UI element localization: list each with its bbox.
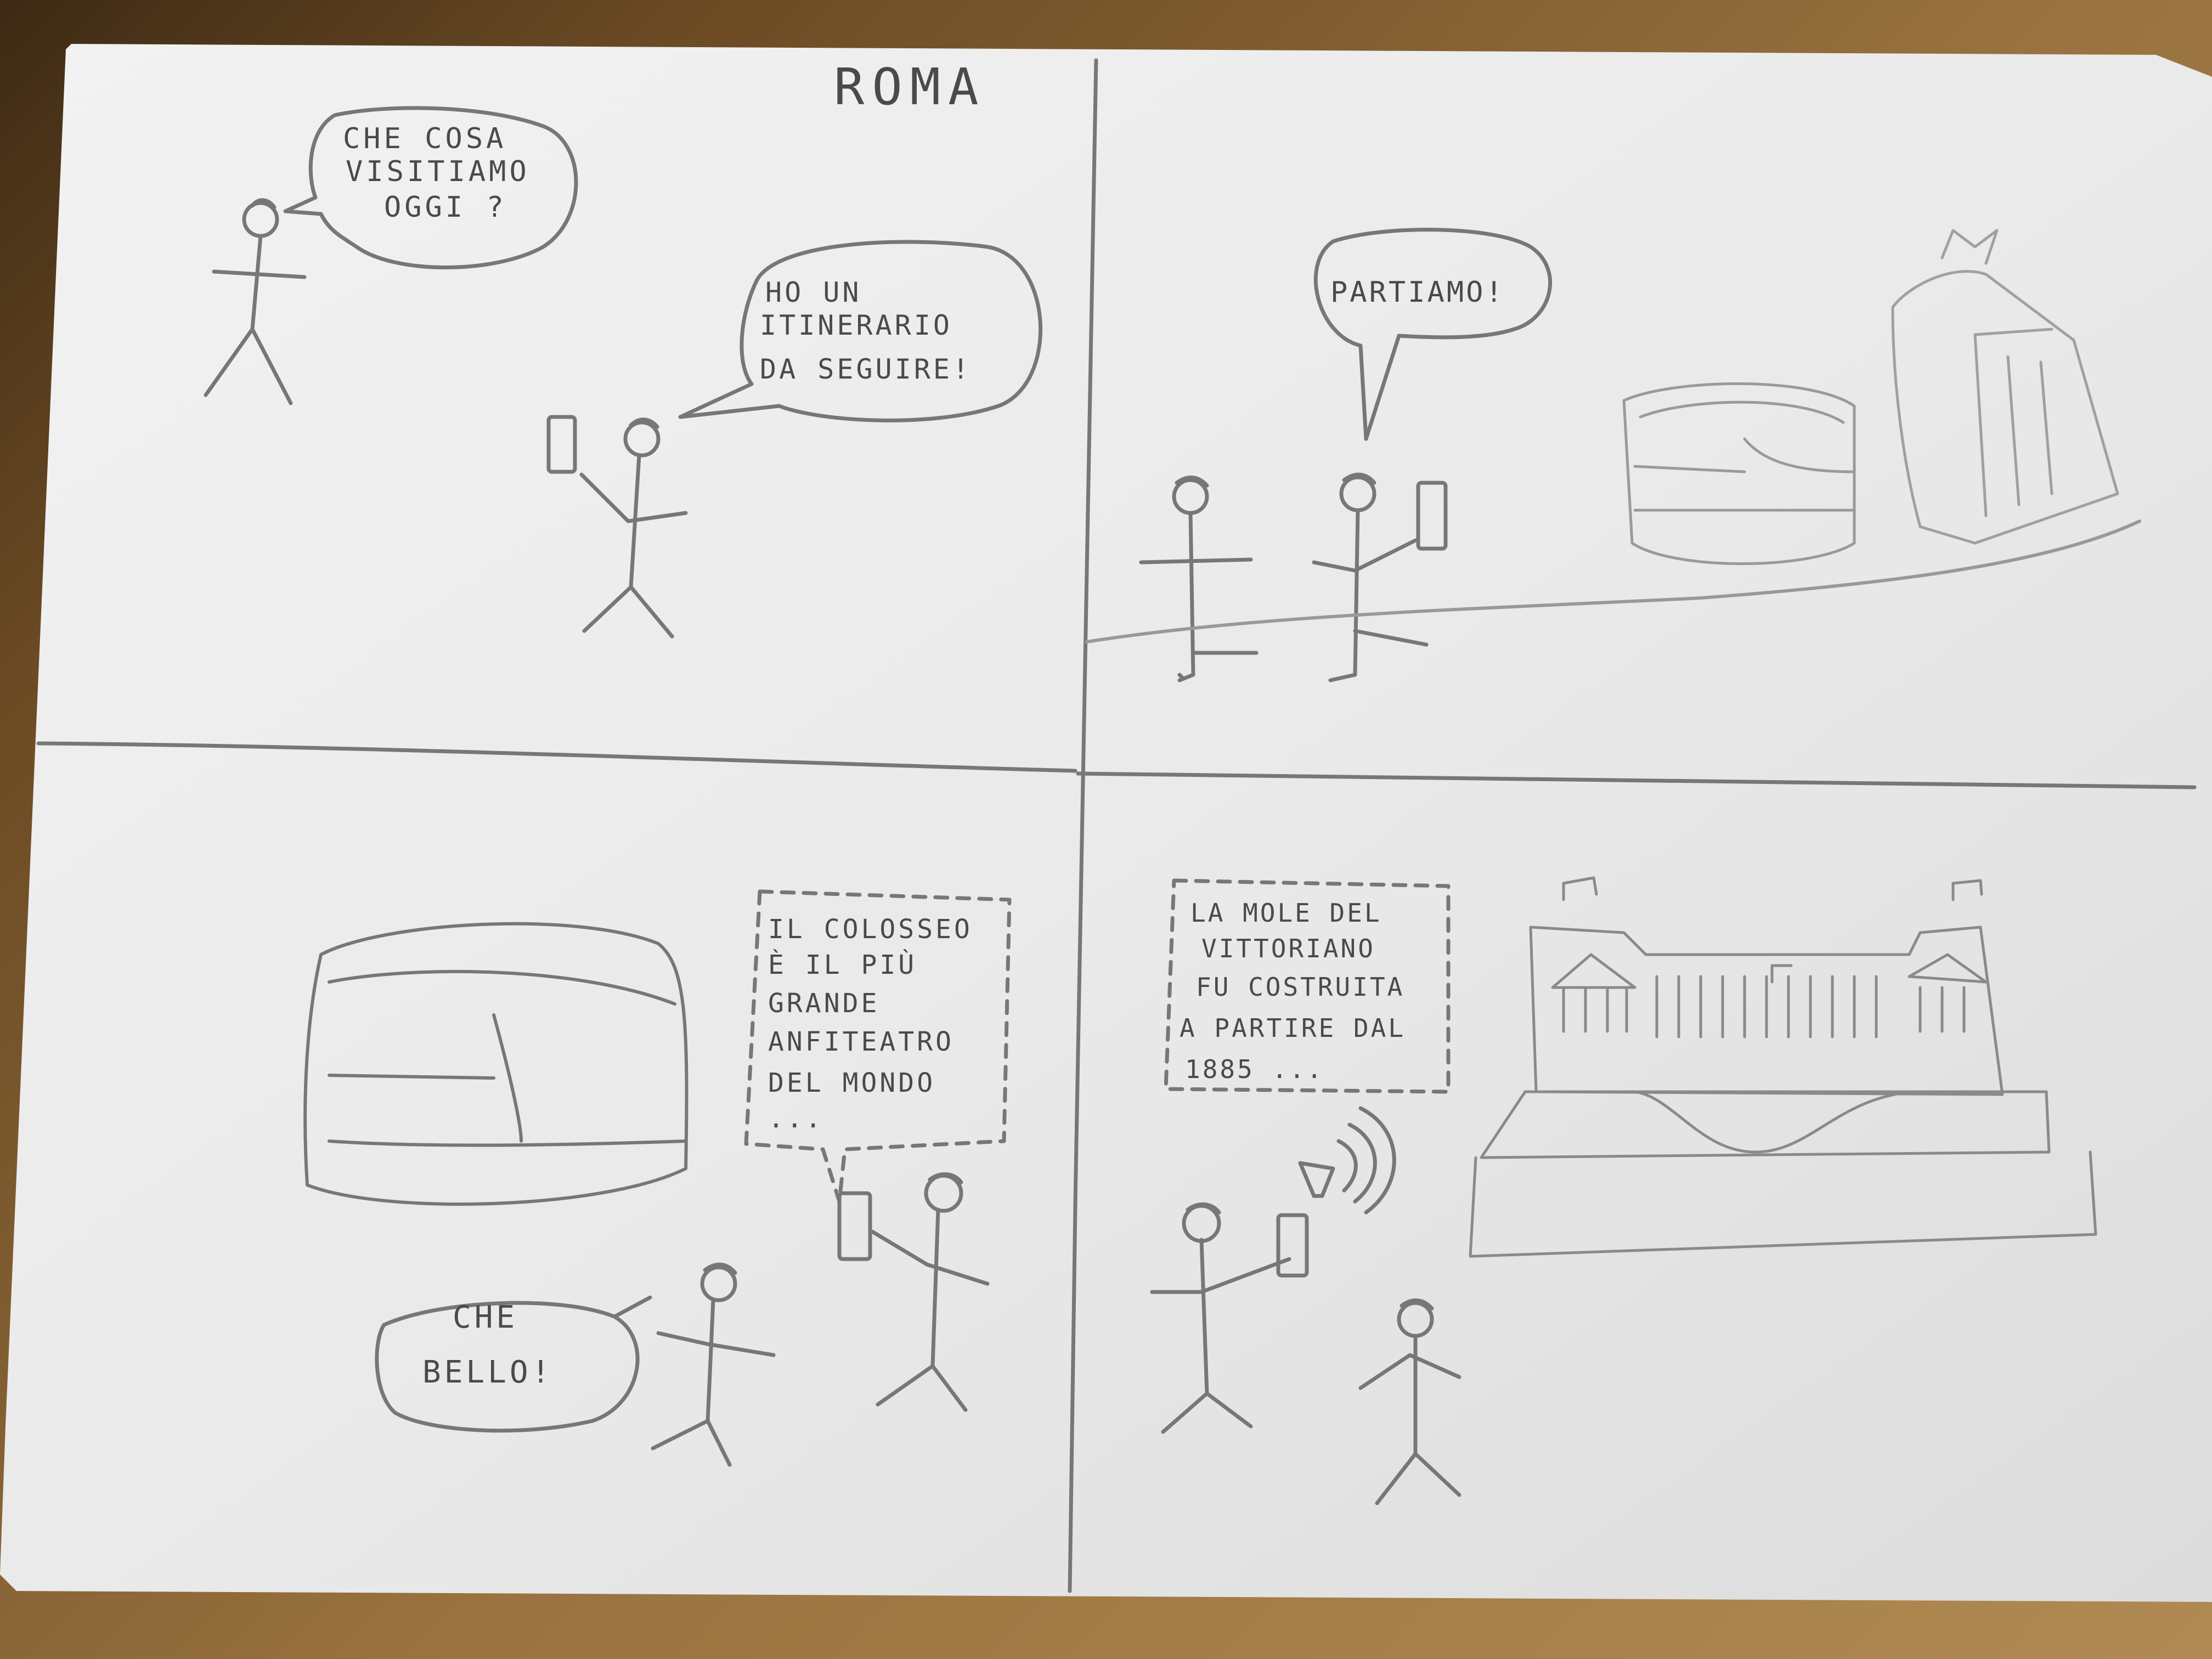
caption-colosseum-text: IL COLOSSEO È IL PIÙ GRANDE ANFITEATRO D… [768,914,973,1134]
bubble-4-text: CHE BELLO! [422,1300,553,1390]
caption-box-colosseum [744,889,1012,1204]
svg-text:LA MOLE DEL: LA MOLE DEL [1190,898,1382,928]
svg-text:GRANDE: GRANDE [768,988,879,1019]
svg-text:1885 ...: 1885 ... [1185,1054,1324,1084]
stick-figure-7 [1150,1202,1309,1434]
svg-text:ANFITEATRO: ANFITEATRO [768,1026,954,1057]
svg-text:VISITIAMO: VISITIAMO [346,155,530,188]
paper-sheet [0,44,2212,1602]
stick-figure-1 [204,198,307,405]
svg-text:VITTORIANO: VITTORIANO [1201,934,1375,963]
divider-horizontal-left [36,741,1077,773]
stick-figure-6 [651,1262,776,1467]
audio-speaker-icon [1298,1106,1396,1215]
svg-text:FU COSTRUITA: FU COSTRUITA [1196,972,1404,1002]
svg-text:OGGI ?: OGGI ? [384,191,507,224]
bubble-3-text: PARTIAMO! [1330,276,1505,309]
speech-bubble-4 [375,1295,652,1433]
svg-text:DA SEGUIRE!: DA SEGUIRE! [760,353,972,385]
svg-text:DEL MONDO: DEL MONDO [768,1068,935,1098]
svg-text:A PARTIRE DAL: A PARTIRE DAL [1180,1013,1406,1043]
svg-text:CHE: CHE [453,1300,518,1335]
svg-text:...: ... [768,1103,824,1134]
colosseum-large-drawing [303,922,689,1206]
speech-bubble-3 [1313,228,1552,441]
divider-vertical [1068,58,1098,1593]
vittoriano-small-drawing [1891,229,2119,545]
stick-figure-5 [837,1172,990,1412]
speech-bubble-1 [283,106,578,269]
stick-figure-2 [546,415,688,639]
stick-figure-8 [1358,1298,1462,1505]
stick-figure-4 [1312,472,1448,682]
stick-figure-3 [1139,475,1259,682]
svg-text:CHE COSA: CHE COSA [343,122,506,155]
svg-text:PARTIAMO!: PARTIAMO! [1330,276,1505,309]
svg-text:BELLO!: BELLO! [422,1355,553,1390]
comic-title: ROMA [834,58,986,116]
speech-bubble-2 [678,240,1043,422]
bubble-1-text: CHE COSA VISITIAMO OGGI ? [343,122,530,224]
caption-vittoriano-text: LA MOLE DEL VITTORIANO FU COSTRUITA A PA… [1180,898,1406,1084]
svg-text:HO UN: HO UN [765,276,862,308]
colosseum-small-drawing [1622,382,1856,565]
caption-box-vittoriano [1164,878,1451,1094]
ground-line [1085,520,2141,644]
svg-text:È IL PIÙ: È IL PIÙ [768,949,917,980]
bubble-2-text: HO UN ITINERARIO DA SEGUIRE! [760,276,972,385]
svg-text:ITINERARIO: ITINERARIO [760,309,952,341]
vittoriano-large-drawing [1469,876,2097,1258]
divider-horizontal-right [1076,771,2197,789]
svg-text:IL COLOSSEO: IL COLOSSEO [768,914,973,945]
